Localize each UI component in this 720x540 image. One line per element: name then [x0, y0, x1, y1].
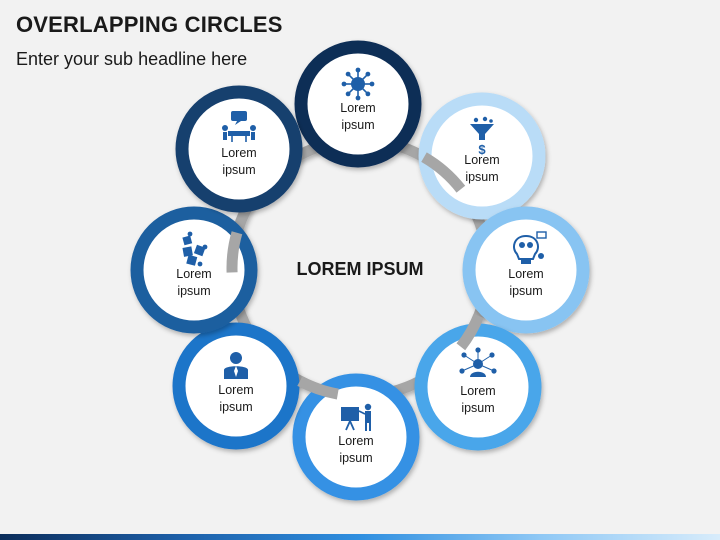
- node-ring: [175, 85, 303, 213]
- node-label-line2: ipsum: [341, 118, 374, 132]
- node-ring: [292, 373, 420, 501]
- page-subtitle: Enter your sub headline here: [16, 49, 248, 69]
- ring-overlap-arc: [226, 231, 243, 273]
- node-label-line1: Lorem: [176, 267, 211, 281]
- node-label-line1: Lorem: [338, 434, 373, 448]
- funnel-dollar-icon: $: [470, 116, 494, 157]
- node-label-line2: ipsum: [219, 400, 252, 414]
- node-ring: [130, 206, 258, 334]
- ring-overlap-layer: [226, 152, 484, 400]
- node-4: Lorem ipsum: [414, 323, 542, 451]
- node-label-line1: Lorem: [508, 267, 543, 281]
- node-6: Lorem ipsum: [172, 322, 300, 450]
- user-network-icon: [459, 347, 497, 377]
- node-ring: [172, 322, 300, 450]
- node-label-line2: ipsum: [509, 284, 542, 298]
- center-label: LOREM IPSUM: [296, 259, 423, 279]
- node-8: Lorem ipsum: [175, 85, 303, 213]
- meeting-chat-icon: [222, 111, 256, 142]
- node-label-line1: Lorem: [464, 153, 499, 167]
- ring-overlap-arc: [421, 152, 466, 193]
- ring-overlap-arc: [297, 376, 339, 400]
- puzzle-pieces-icon: [182, 231, 208, 267]
- nodes-layer: Loremipsum$LoremipsumLoremipsumLoremipsu…: [130, 40, 590, 501]
- node-label-line2: ipsum: [222, 163, 255, 177]
- presentation-board-icon: [341, 403, 372, 431]
- businessman-icon: [224, 352, 248, 379]
- node-ring: [294, 40, 422, 168]
- node-ring: [462, 206, 590, 334]
- node-7: Lorem ipsum: [130, 206, 258, 334]
- page-title: OVERLAPPING CIRCLES: [16, 12, 283, 37]
- node-2: $Lorem ipsum: [418, 92, 546, 220]
- node-label-line2: ipsum: [465, 170, 498, 184]
- node-label-line2: ipsum: [461, 401, 494, 415]
- node-label-line1: Lorem: [340, 101, 375, 115]
- node-label-line2: ipsum: [339, 451, 372, 465]
- node-label-line2: ipsum: [177, 284, 210, 298]
- virus-network-icon: [341, 67, 375, 101]
- ring-overlap-arc: [456, 313, 484, 351]
- brain-bulb-icon: [513, 231, 547, 264]
- svg-text:$: $: [478, 142, 486, 157]
- bottom-accent-bar: [0, 534, 720, 540]
- node-5: Lorem ipsum: [292, 373, 420, 501]
- node-label-line1: Lorem: [218, 383, 253, 397]
- node-1: Lorem ipsum: [294, 40, 422, 168]
- node-label-line1: Lorem: [460, 384, 495, 398]
- node-label-line1: Lorem: [221, 146, 256, 160]
- node-3: Lorem ipsum: [462, 206, 590, 334]
